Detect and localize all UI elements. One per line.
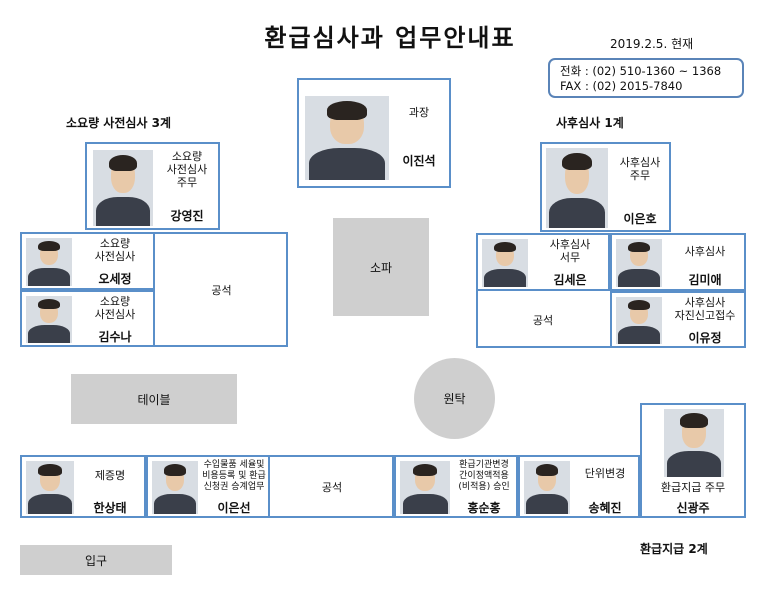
staff-name: 송혜진 bbox=[588, 501, 622, 515]
staff-card-lee-eunseon: 수입물품 세율및 비용등록 및 환급 신청권 승계업무 이은선 bbox=[146, 455, 270, 518]
staff-photo bbox=[26, 461, 74, 514]
staff-role: 사후심사 주무 bbox=[619, 156, 661, 182]
staff-card-song: 단위변경 송혜진 bbox=[518, 455, 640, 518]
staff-name: 이유정 bbox=[688, 331, 722, 345]
staff-name: 한상태 bbox=[93, 501, 127, 515]
chief-name: 이진석 bbox=[402, 154, 436, 168]
vacant-seat: 공석 bbox=[211, 283, 232, 297]
staff-card-han: 제증명 한상태 bbox=[20, 455, 146, 518]
meeting-table: 테이블 bbox=[71, 374, 237, 424]
staff-name: 이은선 bbox=[217, 501, 251, 515]
staff-card-kang: 소요량 사전심사 주무 강영진 bbox=[85, 142, 220, 230]
staff-name: 신광주 bbox=[676, 501, 710, 515]
page-title: 환급심사과 업무안내표 bbox=[264, 24, 516, 52]
staff-name: 김미애 bbox=[688, 273, 722, 287]
staff-role: 소요량 사전심사 bbox=[94, 237, 136, 263]
staff-role: 소요량 사전심사 주무 bbox=[166, 150, 208, 189]
staff-role: 단위변경 bbox=[584, 467, 626, 480]
team-label-refund-payment: 환급지급 2계 bbox=[640, 542, 708, 556]
staff-photo bbox=[152, 461, 198, 514]
chief-photo bbox=[305, 96, 389, 180]
staff-photo bbox=[664, 409, 724, 477]
staff-role: 환급기관변경 간이정액적용 (비적용) 승인 bbox=[458, 460, 510, 492]
staff-card-shin: 환급지급 주무 신광주 bbox=[640, 403, 746, 518]
staff-photo bbox=[616, 239, 662, 287]
staff-role: 사후심사 자진신고접수 bbox=[674, 296, 736, 322]
staff-photo bbox=[524, 461, 570, 514]
staff-photo bbox=[482, 239, 528, 287]
vacant-seat: 공석 bbox=[532, 313, 554, 327]
staff-role: 환급지급 주무 bbox=[660, 481, 726, 494]
team-label-post-review: 사후심사 1계 bbox=[556, 116, 624, 130]
staff-name: 이은호 bbox=[623, 212, 657, 226]
round-table: 원탁 bbox=[414, 358, 495, 439]
vacant-seat: 공석 bbox=[321, 480, 343, 494]
staff-role: 제증명 bbox=[94, 469, 126, 482]
staff-role: 소요량 사전심사 bbox=[94, 295, 136, 321]
staff-card-lee-yujeong: 사후심사 자진신고접수 이유정 bbox=[610, 291, 746, 348]
team-label-pre-review: 소요량 사전심사 3계 bbox=[66, 116, 172, 130]
staff-photo bbox=[546, 148, 608, 228]
entrance: 입구 bbox=[20, 545, 172, 575]
staff-photo bbox=[93, 150, 153, 226]
staff-card-kim-seeun: 사후심사 서무 김세은 bbox=[476, 233, 610, 291]
staff-name: 홍순홍 bbox=[467, 501, 501, 515]
staff-name: 강영진 bbox=[170, 209, 204, 223]
chief-card: 과장 이진석 bbox=[297, 78, 451, 188]
staff-name: 김수나 bbox=[98, 330, 132, 344]
staff-photo bbox=[400, 461, 450, 514]
staff-card-oh: 소요량 사전심사 오세정 bbox=[20, 232, 155, 290]
staff-role: 사후심사 서무 bbox=[549, 238, 591, 264]
staff-name: 오세정 bbox=[98, 272, 132, 286]
contact-box: 전화 : (02) 510-1360 ~ 1368 FAX : (02) 201… bbox=[548, 58, 744, 98]
staff-card-kim-suna: 소요량 사전심사 김수나 bbox=[20, 290, 155, 347]
staff-photo bbox=[26, 296, 72, 343]
staff-role: 사후심사 bbox=[684, 245, 726, 258]
phone-number: 전화 : (02) 510-1360 ~ 1368 bbox=[560, 64, 722, 78]
staff-card-hong: 환급기관변경 간이정액적용 (비적용) 승인 홍순홍 bbox=[394, 455, 518, 518]
staff-role: 수입물품 세율및 비용등록 및 환급 신청권 승계업무 bbox=[202, 460, 266, 492]
chief-role: 과장 bbox=[408, 106, 430, 119]
staff-card-lee-eunho: 사후심사 주무 이은호 bbox=[540, 142, 671, 232]
staff-photo bbox=[616, 297, 662, 344]
staff-photo bbox=[26, 238, 72, 286]
staff-name: 김세은 bbox=[553, 273, 587, 287]
staff-card-kim-miae: 사후심사 김미애 bbox=[610, 233, 746, 291]
date-label: 2019.2.5. 현재 bbox=[610, 37, 694, 51]
sofa: 소파 bbox=[333, 218, 429, 316]
fax-number: FAX : (02) 2015-7840 bbox=[560, 79, 683, 93]
